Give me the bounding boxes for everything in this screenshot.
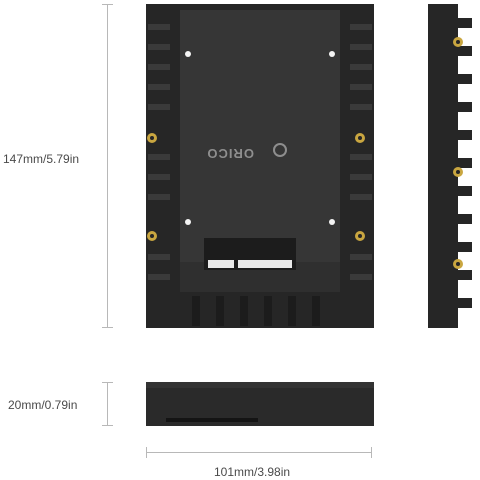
side-screws: [147, 133, 365, 241]
width-dimension-tick-right: [371, 447, 372, 458]
side-body: [428, 4, 458, 328]
edge-sata-port: [166, 418, 258, 422]
side-view-screws: [453, 37, 463, 269]
bottom-fins: [192, 296, 320, 326]
drive-plate: [180, 10, 340, 262]
bracket-side-view: [428, 4, 472, 328]
thickness-dimension-line: [107, 382, 108, 426]
edge-top-ridge: [146, 382, 374, 388]
thickness-dimension-tick-top: [102, 382, 113, 383]
height-dimension-tick-top: [102, 4, 113, 5]
width-dimension-line: [146, 452, 372, 453]
width-dimension-label: 101mm/3.98in: [214, 465, 291, 479]
left-rail-fins: [148, 24, 170, 280]
thickness-dimension-label: 20mm/0.79in: [8, 398, 78, 412]
side-fins: [458, 18, 472, 308]
bracket-front-view: ORICO: [146, 4, 374, 328]
orico-logo-mark: [273, 143, 287, 157]
right-rail-fins: [350, 24, 372, 280]
bracket-edge-view: [146, 382, 374, 426]
height-dimension-label: 147mm/5.79in: [3, 152, 80, 166]
height-dimension-tick-bottom: [102, 327, 113, 328]
height-dimension-line: [107, 4, 108, 328]
mounting-holes: [185, 51, 335, 225]
thickness-dimension-tick-bottom: [102, 425, 113, 426]
orico-logo: ORICO: [206, 146, 254, 161]
width-dimension-tick-left: [146, 447, 147, 458]
sata-connector: [204, 238, 296, 270]
svg-text:ORICO: ORICO: [206, 146, 254, 161]
